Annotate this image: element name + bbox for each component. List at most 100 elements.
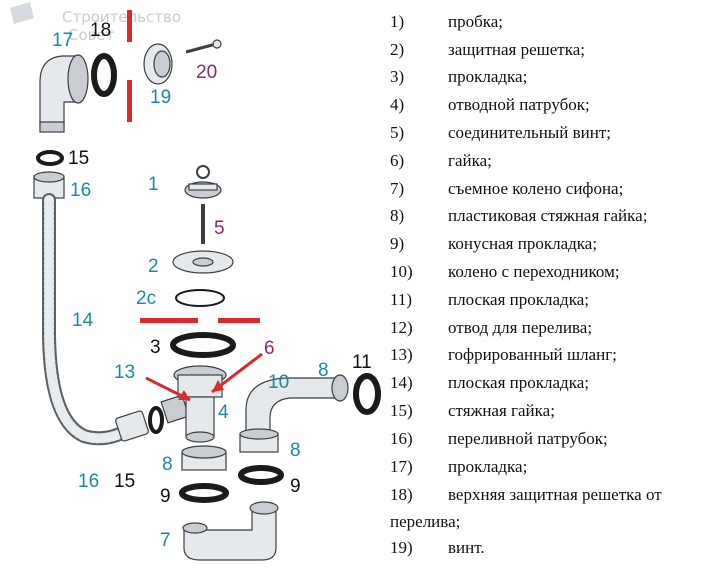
label-19: 19 [150,87,171,108]
red-separator-top [127,10,132,42]
part-flat-gasket-11 [353,373,381,415]
label-14: 14 [72,310,94,331]
label-8-left: 8 [162,454,173,475]
label-17: 17 [52,30,73,51]
part-overflow-socket-top [33,171,65,199]
legend-item: 17)прокладка; [390,453,726,481]
legend-text: пластиковая стяжная гайка; [448,206,648,226]
watermark-line2: Совет [68,26,115,44]
label-18: 18 [90,20,111,41]
part-grate [172,250,234,274]
label-10: 10 [268,372,289,393]
legend-number: 13) [390,345,413,365]
legend-text: плоская прокладка; [448,373,589,393]
legend-text: пробка; [448,11,504,31]
legend-number: 3) [390,67,405,87]
label-11: 11 [352,352,372,373]
part-plug [184,165,222,199]
red-separator-bottom [127,80,132,122]
legend-number: 17) [390,456,413,476]
arrow-13 [145,376,191,402]
legend-item: 6) гайка; [390,147,726,175]
legend-text: съемное колено сифона; [448,178,624,198]
legend-number: 14) [390,373,413,393]
legend-item: 18)верхняя защитная решетка от перелива; [390,481,726,535]
part-siphon-bend [182,501,279,561]
legend-item: 4) отводной патрубок; [390,91,726,119]
legend-number: 12) [390,317,413,337]
legend-item: 14) плоская прокладка; [390,369,726,397]
part-screw-20 [185,39,222,54]
legend-item: 16)переливной патрубок; [390,425,726,453]
part-gasket-3 [170,332,236,358]
legend-text: отводной патрубок; [448,95,590,115]
legend-number: 8) [390,206,405,226]
part-cone-gasket-right [238,465,284,485]
label-16-top: 16 [70,180,91,201]
part-nut-ring-bottom [148,406,164,434]
label-4: 4 [218,402,229,423]
label-5: 5 [214,218,225,239]
label-1: 1 [148,174,159,195]
part-thin-gasket [175,289,225,307]
part-nut-ring-top [36,150,64,166]
legend-item: 11) плоская прокладка; [390,286,726,314]
legend-number: 19) [390,538,413,558]
legend-text: гофрированный шланг; [448,345,617,365]
legend-text: гайка; [448,150,492,170]
legend-text: защитная решетка; [448,39,585,59]
watermark-house-icon [10,2,34,24]
legend-item: 8) пластиковая стяжная гайка; [390,203,726,231]
part-overflow-socket-bottom [115,410,149,442]
label-15-top: 15 [68,148,89,169]
parts-legend: 1)пробка; 2)защитная решетка; 3)прокладк… [390,8,726,562]
legend-text: плоская прокладка; [448,289,589,309]
legend-item: 7) съемное колено сифона; [390,175,726,203]
legend-text: стяжная гайка; [448,401,555,421]
label-7: 7 [160,530,171,551]
label-6: 6 [264,338,275,359]
label-2c: 2с [136,288,156,309]
legend-item: 13) гофрированный шланг; [390,342,726,370]
legend-number: 5) [390,123,405,143]
legend-number: 4) [390,95,405,115]
legend-text: соединительный винт; [448,123,611,143]
legend-item: 2)защитная решетка; [390,36,726,64]
legend-number: 10) [390,262,413,282]
legend-text: прокладка; [448,67,528,87]
legend-text: винт. [448,538,485,558]
part-cone-gasket-left [179,483,229,503]
red-separator-left [140,318,198,323]
legend-number: 7) [390,178,405,198]
legend-item: 19) винт. [390,535,726,563]
label-9-right: 9 [290,476,301,497]
legend-item: 3) прокладка; [390,64,726,92]
label-8-top: 8 [318,360,329,381]
legend-text: верхняя защитная решетка от перелива; [390,484,662,531]
label-2: 2 [148,256,159,277]
part-nut-8-right [239,428,279,453]
siphon-exploded-diagram: Строительство Совет [10,2,381,561]
legend-text: конусная прокладка; [448,234,598,254]
label-15-bottom: 15 [114,471,135,492]
part-gasket-18 [91,53,117,97]
legend-number: 6) [390,150,405,170]
legend-text: переливной патрубок; [448,428,608,448]
part-grill-cap [143,43,173,85]
watermark-logo: Строительство Совет [10,2,181,44]
legend-item: 9)конусная прокладка; [390,230,726,258]
label-8-right: 8 [290,440,301,461]
legend-number: 11) [390,289,413,309]
legend-number: 18) [390,484,413,504]
part-elbow-adapter [245,374,349,445]
part-nut-8-left [181,445,227,471]
legend-item: 15)стяжная гайка; [390,397,726,425]
legend-item: 10)колено с переходником; [390,258,726,286]
arrow-6 [211,352,263,394]
label-9-left: 9 [160,486,171,507]
legend-item: 5) соединительный винт; [390,119,726,147]
legend-item: 12)отвод для перелива; [390,314,726,342]
part-drain-outlet [173,365,227,443]
label-13: 13 [114,362,135,383]
